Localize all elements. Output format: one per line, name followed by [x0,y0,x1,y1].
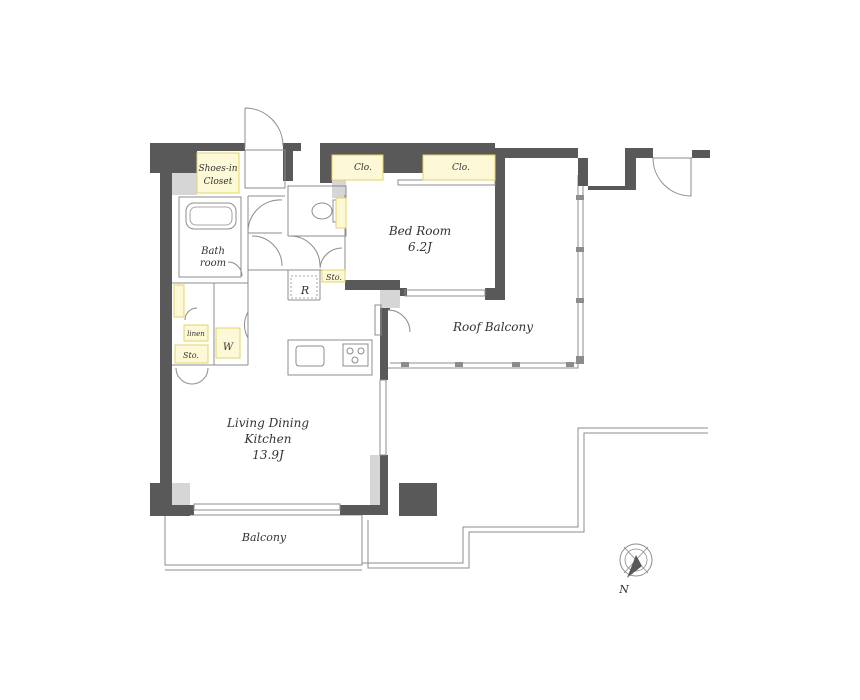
closet-2-label: Clo. [452,163,470,173]
compass-label: N [618,583,629,596]
toilet-shelf [335,197,347,229]
closet-2 [422,154,496,181]
windows [193,179,496,511]
sink [295,345,325,367]
terrace-outline-inner [367,432,708,569]
closet-1-label: Clo. [354,163,372,173]
storage-1 [321,269,346,283]
entrance [244,149,286,189]
bath-label-2: room [200,258,226,269]
roof-balcony-posts [401,195,584,367]
washer-label: W [223,342,234,353]
balcony-area [164,514,363,566]
stove-icon [342,343,369,367]
vanity [173,284,185,318]
roof-wall-top [495,148,653,190]
wall-infill [172,173,400,505]
roof-balcony-outline-inner [390,175,584,364]
shoes-closet [196,152,240,194]
shoes-closet-label-2: Closet [204,177,233,187]
roof-door-swing [652,157,692,197]
storage-1-label: Sto. [326,273,342,282]
storage-2-label: Sto. [183,351,199,360]
roof-wall-end [692,150,710,158]
linen [183,324,209,342]
shoes-closet-label-1: Shoes-in [198,164,237,174]
bathtub [185,202,237,230]
ldk-size: 13.9J [252,448,285,462]
balcony-label: Balcony [241,531,287,544]
ldk-label-1: Living Dining [226,416,309,430]
bedroom-label: Bed Room [388,224,451,238]
fridge-area [290,275,318,299]
roof-balcony-label: Roof Balcony [452,320,533,334]
kitchen-counter [287,339,373,376]
storage-2 [174,344,209,364]
closet-fills [173,152,496,364]
walls [150,143,505,516]
ldk-label-2: Kitchen [244,432,292,446]
roof-balcony-outline [388,175,579,369]
washer-area [215,327,241,359]
linen-label: linen [187,330,205,338]
compass-icon [619,543,653,578]
fridge-label: R [300,284,309,297]
closet-1 [331,154,384,181]
bath-label-1: Bath [200,246,225,257]
door-swings [175,107,411,385]
bedroom-size: 6.2J [408,240,433,254]
